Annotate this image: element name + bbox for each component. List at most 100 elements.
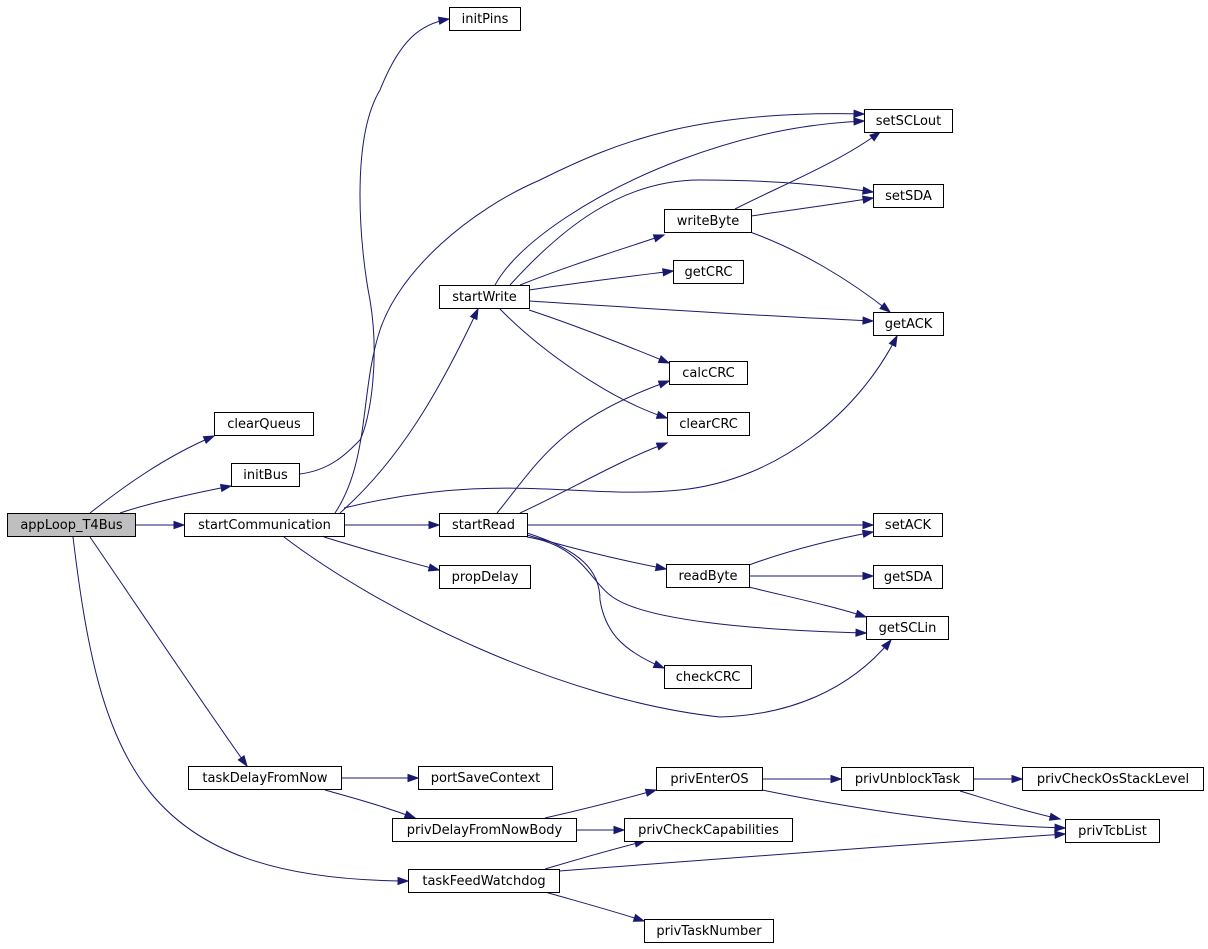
node-label: setSCLout — [876, 114, 942, 129]
edge-start-communication-to-start-write — [339, 307, 479, 514]
node-label: calcCRC — [682, 366, 734, 381]
node-label: readByte — [679, 569, 738, 584]
edge-write-byte-to-set-sda — [750, 195, 875, 217]
node-priv-check-os-stack-level[interactable]: privCheckOsStackLevel — [1022, 767, 1204, 791]
node-init-pins[interactable]: initPins — [449, 7, 521, 31]
node-label: privTcbList — [1078, 824, 1147, 839]
edge-start-write-to-calc-crc — [528, 309, 671, 364]
edge-start-write-to-get-ack — [528, 300, 875, 325]
edges-layer — [72, 16, 1067, 922]
node-check-crc[interactable]: checkCRC — [664, 665, 752, 689]
node-get-ack[interactable]: getACK — [873, 312, 944, 336]
node-set-ack[interactable]: setACK — [873, 513, 943, 537]
edge-start-read-to-get-sclin — [526, 536, 868, 637]
edge-task-feed-watchdog-to-priv-check-capabilities — [544, 839, 647, 870]
node-read-byte[interactable]: readByte — [666, 564, 750, 588]
edge-task-feed-watchdog-to-priv-task-number — [544, 891, 646, 922]
node-label: clearCRC — [679, 417, 738, 432]
node-get-crc[interactable]: getCRC — [673, 260, 744, 284]
node-label: propDelay — [452, 570, 519, 585]
node-task-feed-watchdog[interactable]: taskFeedWatchdog — [408, 869, 560, 893]
node-clear-queus[interactable]: clearQueus — [214, 412, 314, 436]
edge-app-loop-t4-bus-to-start-communication — [136, 520, 186, 530]
edge-priv-unblock-task-to-priv-check-os-stack-level — [973, 774, 1024, 784]
node-get-sclin[interactable]: getSCLin — [866, 616, 949, 640]
edge-write-byte-to-set-sclout — [734, 131, 882, 210]
node-write-byte[interactable]: writeByte — [664, 209, 752, 233]
edge-task-delay-from-now-to-priv-delay-from-now-body — [324, 789, 417, 819]
node-priv-enter-os[interactable]: privEnterOS — [656, 767, 763, 791]
edge-start-write-to-write-byte — [519, 234, 666, 286]
edge-priv-enter-os-to-priv-unblock-task — [762, 774, 843, 784]
edge-read-byte-to-get-sda — [749, 571, 875, 581]
node-label: privCheckOsStackLevel — [1037, 772, 1189, 787]
node-start-read[interactable]: startRead — [439, 513, 528, 537]
edge-app-loop-t4-bus-to-task-feed-watchdog — [72, 536, 410, 886]
edge-start-communication-to-start-read — [344, 520, 441, 530]
node-task-delay-from-now[interactable]: taskDelayFromNow — [188, 766, 342, 790]
edge-start-write-to-set-sda — [509, 179, 875, 286]
node-priv-task-number[interactable]: privTaskNumber — [644, 919, 774, 943]
edge-start-communication-to-get-ack — [343, 334, 898, 509]
edge-app-loop-t4-bus-to-init-bus — [119, 483, 233, 514]
node-label: getSDA — [884, 570, 932, 585]
node-label: checkCRC — [676, 670, 741, 685]
node-clear-crc[interactable]: clearCRC — [667, 412, 750, 436]
node-label: privUnblockTask — [855, 772, 961, 787]
node-prop-delay[interactable]: propDelay — [439, 565, 531, 589]
node-label: startRead — [452, 518, 515, 533]
node-label: initBus — [243, 468, 288, 483]
edge-read-byte-to-set-ack — [748, 529, 875, 566]
edge-app-loop-t4-bus-to-clear-queus — [89, 435, 216, 514]
node-label: clearQueus — [227, 417, 301, 432]
edge-init-bus-to-init-pins — [299, 16, 451, 475]
node-label: appLoop_T4Bus — [20, 518, 123, 533]
edge-start-write-to-clear-crc — [499, 308, 669, 419]
node-start-write[interactable]: startWrite — [439, 285, 530, 309]
edge-start-read-to-read-byte — [526, 534, 668, 572]
edge-app-loop-t4-bus-to-task-delay-from-now — [89, 536, 248, 768]
node-label: privTaskNumber — [656, 924, 762, 939]
node-app-loop-t4-bus[interactable]: appLoop_T4Bus — [7, 513, 136, 537]
node-label: writeByte — [677, 214, 739, 229]
edge-start-communication-to-get-sclin — [283, 536, 892, 718]
edge-priv-enter-os-to-priv-tcb-list — [761, 789, 1067, 832]
edge-priv-unblock-task-to-priv-tcb-list — [959, 790, 1062, 821]
node-start-communication[interactable]: startCommunication — [184, 513, 345, 537]
node-label: privEnterOS — [670, 772, 748, 787]
node-priv-unblock-task[interactable]: privUnblockTask — [841, 767, 974, 791]
edge-start-read-to-set-ack — [527, 520, 875, 530]
node-label: taskDelayFromNow — [202, 771, 328, 786]
node-get-sda[interactable]: getSDA — [873, 565, 943, 589]
edge-task-feed-watchdog-to-priv-tcb-list — [558, 830, 1067, 872]
node-label: taskFeedWatchdog — [422, 874, 545, 889]
node-label: portSaveContext — [431, 771, 540, 786]
edge-task-delay-from-now-to-port-save-context — [341, 773, 420, 783]
edge-start-communication-to-set-sclout — [334, 109, 866, 514]
node-label: startCommunication — [198, 518, 331, 533]
edge-priv-delay-from-now-body-to-priv-enter-os — [544, 788, 658, 819]
edge-write-byte-to-get-ack — [749, 231, 892, 313]
node-label: setACK — [885, 518, 932, 533]
edge-start-write-to-get-crc — [528, 268, 675, 291]
node-label: getCRC — [685, 265, 733, 280]
node-port-save-context[interactable]: portSaveContext — [418, 766, 553, 790]
edge-read-byte-to-get-sclin — [748, 586, 868, 618]
edge-start-read-to-clear-crc — [519, 442, 669, 514]
edge-start-read-to-calc-crc — [496, 380, 671, 514]
node-label: initPins — [462, 12, 509, 27]
edge-priv-delay-from-now-body-to-priv-check-capabilities — [576, 825, 626, 835]
edge-start-read-to-check-crc — [526, 532, 666, 669]
node-set-sclout[interactable]: setSCLout — [864, 109, 953, 133]
node-set-sda[interactable]: setSDA — [873, 184, 944, 208]
node-label: privDelayFromNowBody — [407, 823, 563, 838]
node-priv-tcb-list[interactable]: privTcbList — [1065, 819, 1160, 843]
node-label: getSCLin — [879, 621, 937, 636]
node-priv-check-capabilities[interactable]: privCheckCapabilities — [624, 818, 793, 842]
node-label: privCheckCapabilities — [638, 823, 779, 838]
node-init-bus[interactable]: initBus — [231, 463, 300, 487]
edge-start-write-to-set-sclout — [494, 117, 866, 286]
node-priv-delay-from-now-body[interactable]: privDelayFromNowBody — [392, 818, 577, 842]
node-calc-crc[interactable]: calcCRC — [669, 361, 748, 385]
